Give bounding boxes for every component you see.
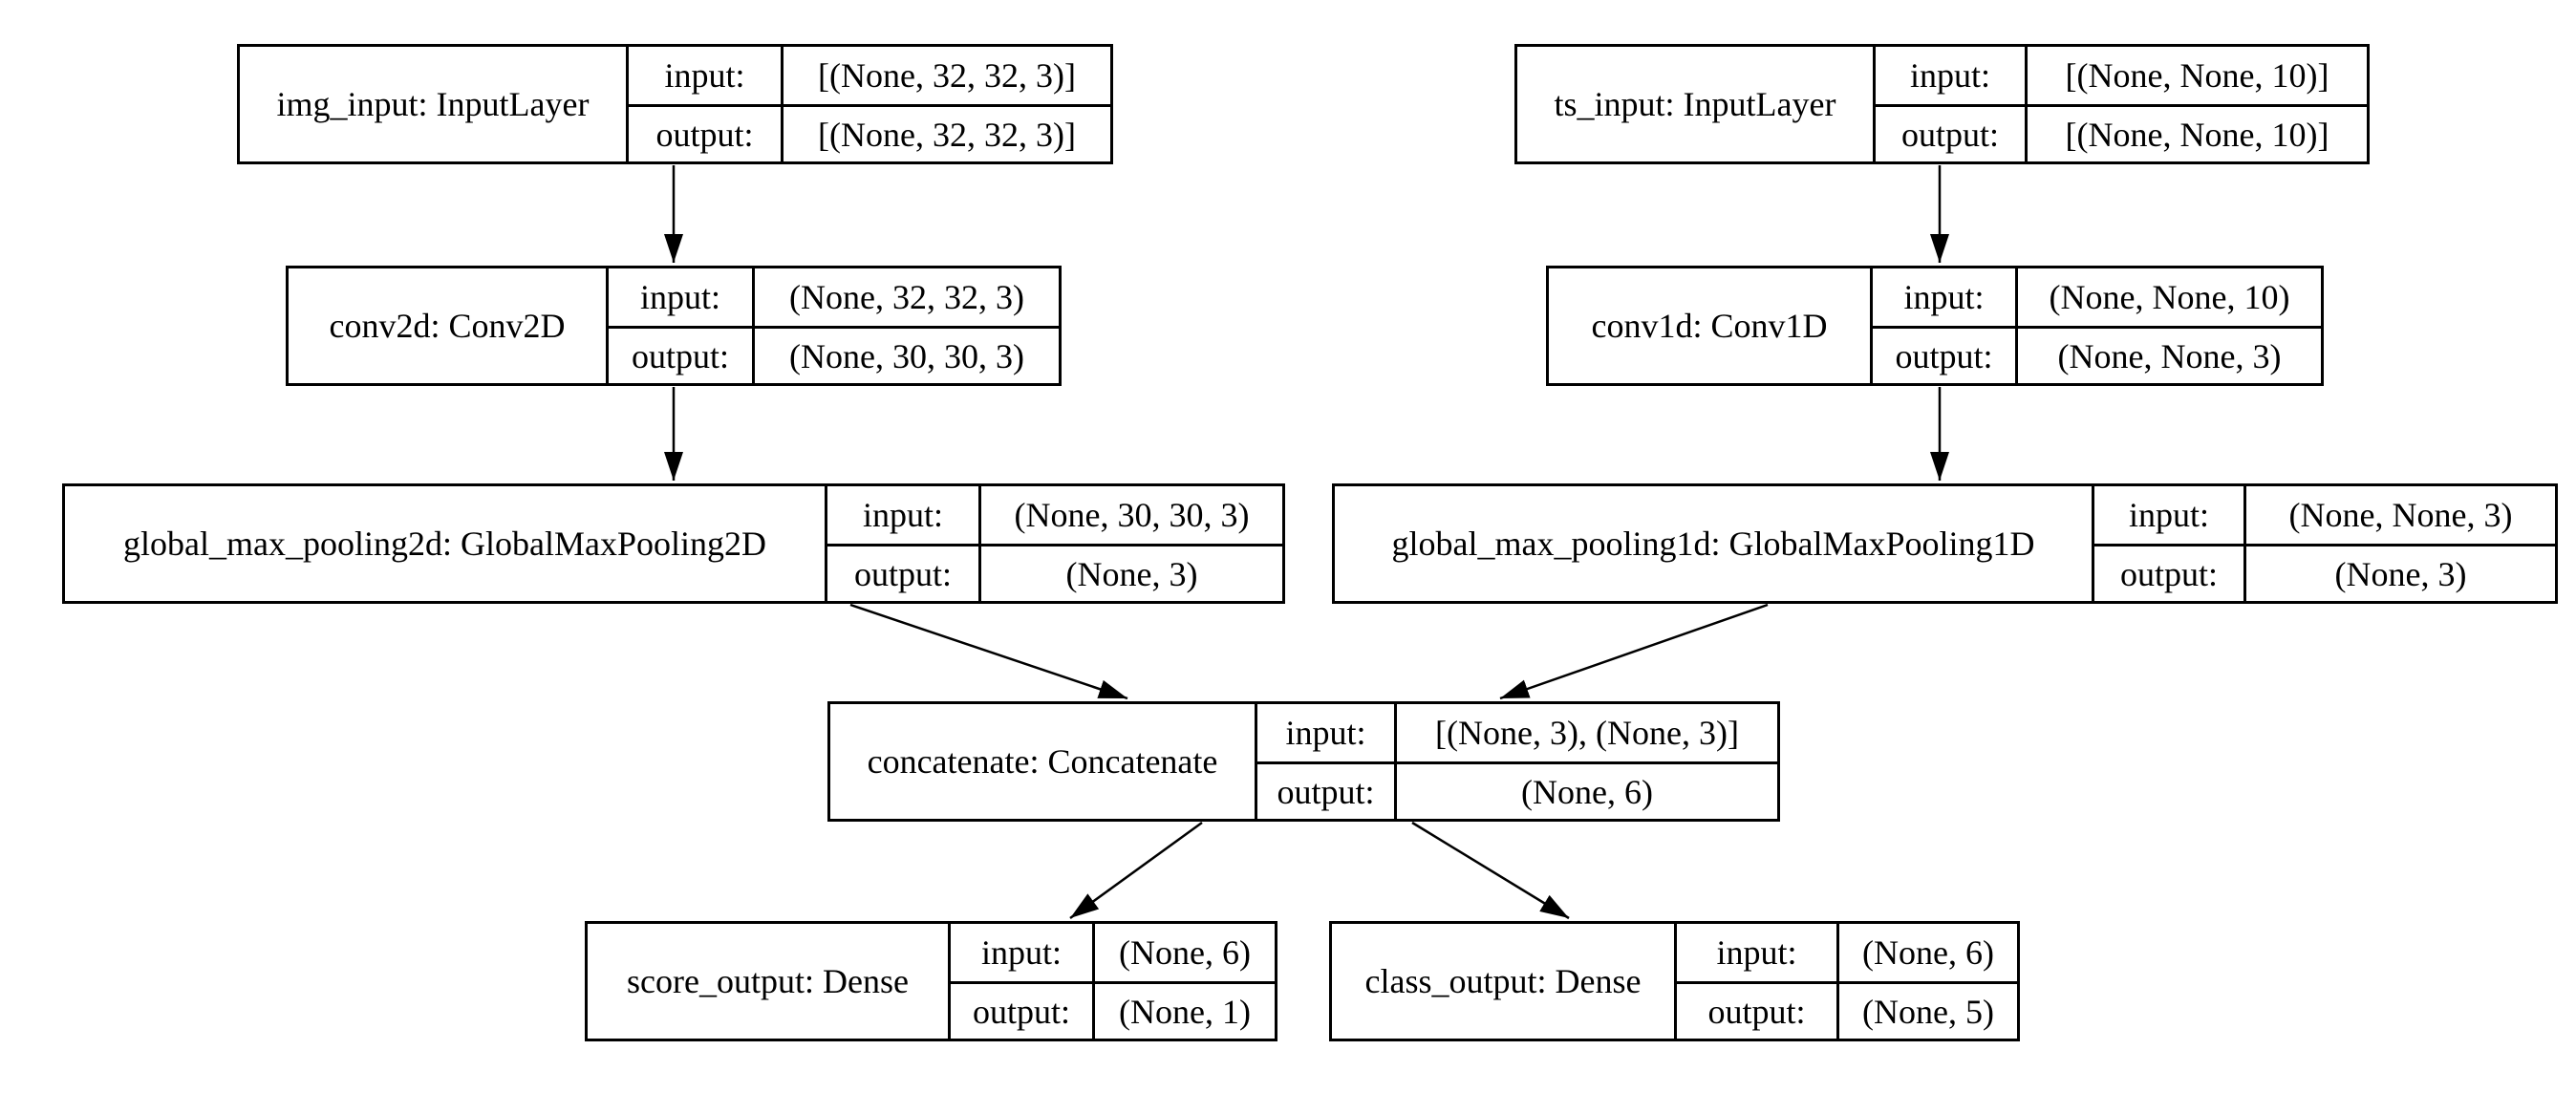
input-label: input: (1255, 704, 1394, 761)
node-class_output: class_output: Dense input: (None, 6) out… (1329, 921, 2020, 1041)
node-global_max_pooling1d: global_max_pooling1d: GlobalMaxPooling1D… (1332, 483, 2558, 604)
output-label: output: (1674, 981, 1836, 1039)
output-shape: (None, None, 3) (2015, 326, 2321, 383)
node-title: class_output: Dense (1364, 962, 1642, 1000)
input-shape: (None, 30, 30, 3) (978, 486, 1282, 544)
input-shape: [(None, 3), (None, 3)] (1394, 704, 1777, 761)
output-shape: [(None, None, 10)] (2025, 104, 2367, 161)
node-title: score_output: Dense (627, 962, 909, 1000)
node-title: img_input: InputLayer (276, 85, 590, 123)
node-concatenate: concatenate: Concatenate input: [(None, … (827, 701, 1780, 822)
output-label: output: (626, 104, 781, 161)
output-label: output: (948, 981, 1092, 1039)
output-label: output: (1255, 761, 1394, 819)
edge-global_max_pooling2d-concatenate (849, 603, 1128, 700)
node-score_output: score_output: Dense input: (None, 6) out… (585, 921, 1277, 1041)
node-title: concatenate: Concatenate (867, 742, 1218, 781)
output-label: output: (606, 326, 752, 383)
input-label: input: (1870, 268, 2015, 326)
input-shape: (None, None, 3) (2243, 486, 2555, 544)
output-shape: (None, 30, 30, 3) (752, 326, 1059, 383)
output-label: output: (825, 544, 978, 601)
input-shape: [(None, None, 10)] (2025, 47, 2367, 104)
node-conv1d: conv1d: Conv1D input: (None, None, 10) o… (1546, 266, 2324, 386)
node-title: conv2d: Conv2D (329, 307, 566, 345)
input-label: input: (1873, 47, 2025, 104)
edge-concatenate-class_output (1411, 821, 1570, 920)
input-label: input: (1674, 924, 1836, 981)
input-label: input: (948, 924, 1092, 981)
input-label: input: (825, 486, 978, 544)
input-shape: (None, None, 10) (2015, 268, 2321, 326)
output-label: output: (1873, 104, 2025, 161)
node-title: ts_input: InputLayer (1554, 85, 1836, 123)
output-shape: (None, 3) (978, 544, 1282, 601)
edge-concatenate-score_output (1069, 821, 1203, 920)
input-label: input: (626, 47, 781, 104)
input-shape: (None, 6) (1092, 924, 1275, 981)
output-label: output: (1870, 326, 2015, 383)
output-shape: [(None, 32, 32, 3)] (781, 104, 1110, 161)
node-img_input: img_input: InputLayer input: [(None, 32,… (237, 44, 1113, 164)
output-shape: (None, 5) (1836, 981, 2017, 1039)
node-title: global_max_pooling1d: GlobalMaxPooling1D (1391, 525, 2035, 563)
node-conv2d: conv2d: Conv2D input: (None, 32, 32, 3) … (286, 266, 1062, 386)
input-shape: [(None, 32, 32, 3)] (781, 47, 1110, 104)
output-shape: (None, 3) (2243, 544, 2555, 601)
input-shape: (None, 32, 32, 3) (752, 268, 1059, 326)
input-label: input: (2092, 486, 2243, 544)
output-label: output: (2092, 544, 2243, 601)
node-global_max_pooling2d: global_max_pooling2d: GlobalMaxPooling2D… (62, 483, 1285, 604)
node-title: global_max_pooling2d: GlobalMaxPooling2D (123, 525, 766, 563)
node-title: conv1d: Conv1D (1591, 307, 1828, 345)
node-ts_input: ts_input: InputLayer input: [(None, None… (1514, 44, 2370, 164)
input-shape: (None, 6) (1836, 924, 2017, 981)
output-shape: (None, 6) (1394, 761, 1777, 819)
output-shape: (None, 1) (1092, 981, 1275, 1039)
input-label: input: (606, 268, 752, 326)
edge-global_max_pooling1d-concatenate (1499, 603, 1769, 700)
